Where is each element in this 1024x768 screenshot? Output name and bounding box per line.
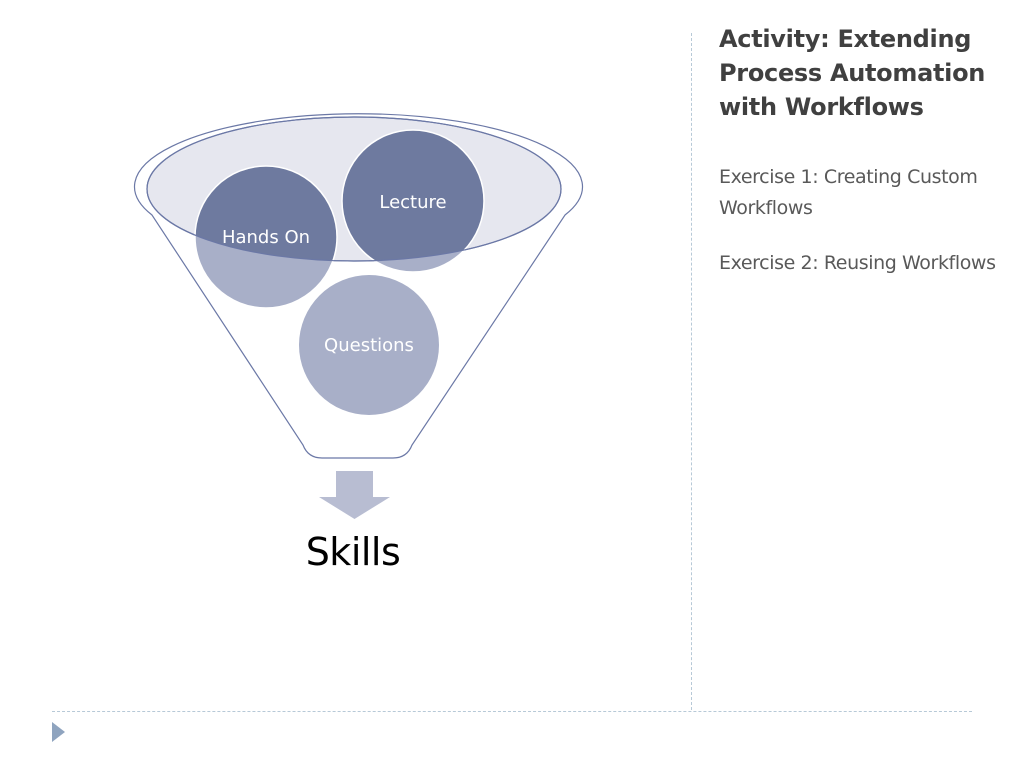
label-hands-on: Hands On [222, 227, 310, 248]
vertical-divider [691, 33, 692, 710]
down-arrow-icon [319, 471, 390, 519]
exercise-1: Exercise 1: Creating Custom Workflows [719, 166, 978, 219]
circle-hands-on [195, 166, 337, 261]
activity-title: Activity: Extending Process Automation w… [719, 25, 986, 121]
footer-divider [52, 711, 972, 712]
circle-questions [299, 275, 439, 415]
circle-hands-on-border [194, 165, 338, 309]
activity-panel: Activity: Extending Process Automation w… [719, 22, 999, 279]
triangle-bullet-icon [52, 722, 65, 742]
funnel-mouth-rim [146, 116, 562, 262]
label-questions: Questions [324, 335, 414, 356]
exercise-2: Exercise 2: Reusing Workflows [719, 252, 996, 274]
skills-label: Skills [305, 530, 401, 574]
circle-lecture-border [341, 129, 485, 273]
label-lecture: Lecture [379, 192, 446, 213]
circle-lecture [342, 130, 484, 261]
